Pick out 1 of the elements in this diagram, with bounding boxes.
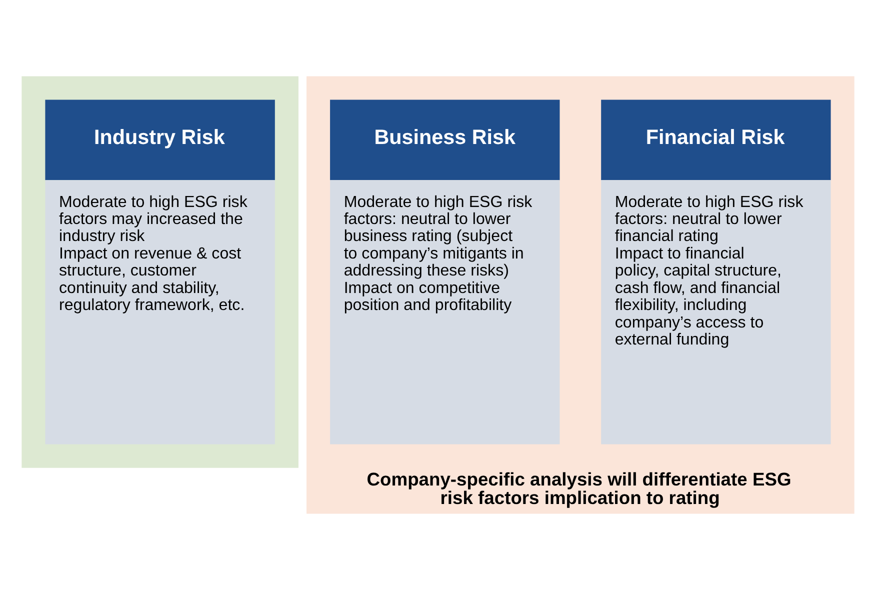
cluster: [22, 76, 298, 468]
